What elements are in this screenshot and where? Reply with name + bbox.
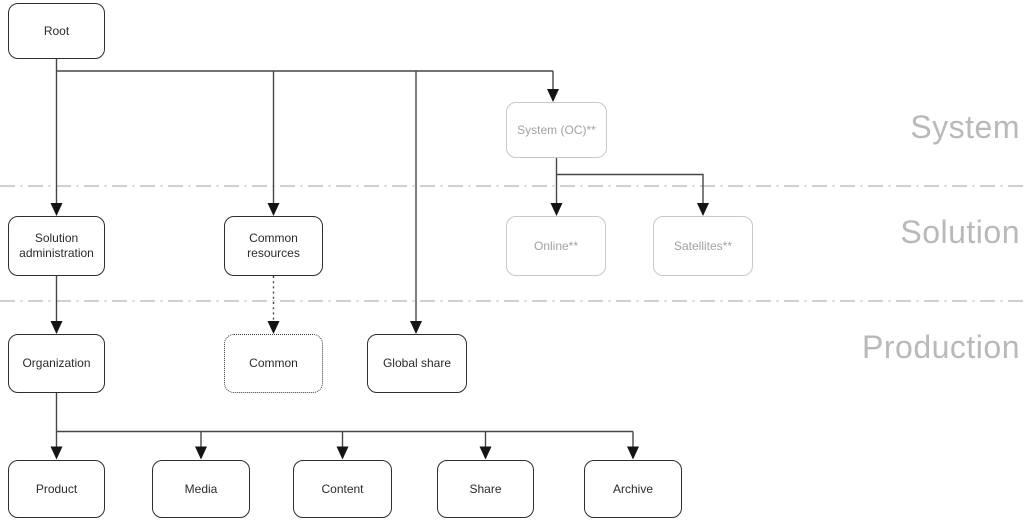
node-global-share: Global share <box>367 334 467 393</box>
node-online: Online** <box>506 216 606 276</box>
node-common-resources: Common resources <box>224 216 323 276</box>
node-system-oc: System (OC)** <box>506 102 607 158</box>
connector-system-oc-to-satellites <box>556 173 709 216</box>
node-common: Common <box>224 334 323 393</box>
node-root: Root <box>8 3 105 59</box>
node-satellites: Satellites** <box>653 216 753 276</box>
zone-label-production: Production <box>862 329 1020 365</box>
node-media: Media <box>152 460 250 518</box>
node-share: Share <box>437 460 534 518</box>
node-product: Product <box>8 460 105 518</box>
zone-label-solution: Solution <box>900 214 1020 250</box>
connector-organization-rail <box>55 393 633 433</box>
node-content: Content <box>293 460 392 518</box>
zone-label-system: System <box>910 109 1020 145</box>
node-archive: Archive <box>584 460 682 518</box>
node-solution-administration: Solution administration <box>8 216 105 276</box>
node-organization: Organization <box>8 334 105 393</box>
